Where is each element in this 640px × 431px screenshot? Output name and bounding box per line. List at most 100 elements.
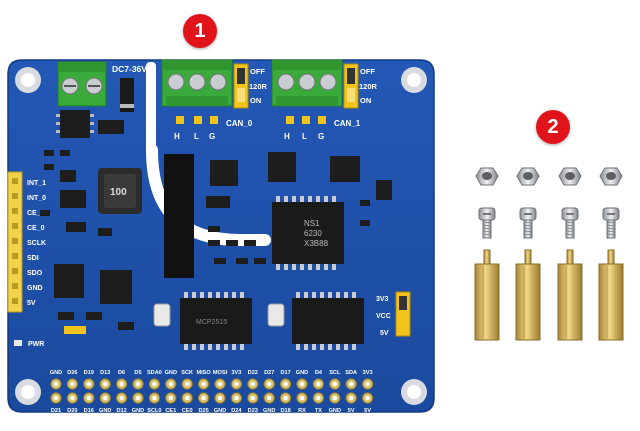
isolation-module [164, 154, 194, 278]
gpio-pad-hole [102, 395, 108, 401]
gpio-top-label: MISO [196, 370, 211, 376]
gpio-pad-hole [217, 395, 223, 401]
gpio-pad-hole [365, 381, 370, 387]
gpio-pad-hole [201, 381, 206, 387]
left-label-gnd: GND [27, 285, 43, 292]
gpio-pad-hole [53, 381, 59, 387]
can0-pin-h: H [174, 132, 180, 141]
gpio-top-label: GND [50, 370, 62, 376]
gpio-pad-hole [53, 395, 59, 401]
chip-marking-line2: 6230 [304, 229, 322, 238]
gpio-bottom-label: GND [132, 408, 144, 414]
gpio-pad-hole [184, 395, 190, 401]
gpio-pad-hole [348, 381, 354, 387]
gpio-top-label: D27 [264, 370, 274, 376]
left-label-sdo: SDO [27, 270, 43, 277]
gpio-pad-hole [234, 381, 239, 387]
gpio-pad-hole [332, 381, 338, 387]
gpio-pad-hole [348, 395, 354, 401]
can1-terminal-block [271, 59, 343, 107]
controller-marking: MCP2515 [196, 319, 227, 326]
voltage-selector-jumper [395, 291, 411, 337]
can1-switch-off-label: OFF [360, 67, 375, 76]
gpio-top-label: SCK [181, 370, 193, 376]
can0-label: CAN_0 [226, 119, 253, 128]
gpio-pad-hole [168, 381, 174, 387]
small-components-left [40, 150, 112, 236]
can1-termination-switch [343, 63, 359, 109]
gpio-bottom-label: SCL0 [147, 408, 161, 414]
gpio-top-label: D13 [100, 370, 110, 376]
gpio-pad-hole [201, 395, 206, 401]
left-label-sclk: SCLK [27, 240, 46, 247]
gpio-pad-hole [283, 381, 288, 387]
gpio-top-label: MOSI [213, 370, 228, 376]
gpio-pad-hole [70, 395, 75, 401]
can0-pin-l: L [194, 132, 199, 141]
upper-right-ics [206, 152, 360, 208]
gpio-pad-hole [135, 381, 141, 387]
gpio-pad-hole [86, 395, 92, 401]
gpio-bottom-label: CE1 [165, 408, 176, 414]
gpio-top-label: SDA [345, 370, 357, 376]
chip-marking-line3: X3B88 [304, 239, 329, 248]
can0-switch-off-label: OFF [250, 67, 265, 76]
right-label-5v: 5V [380, 330, 389, 337]
gpio-pad-hole [217, 381, 223, 387]
gpio-bottom-label: GND [263, 408, 275, 414]
power-inductor [98, 168, 142, 214]
gpio-pad-hole [152, 381, 157, 387]
gpio-top-label: SCL [329, 370, 341, 376]
gpio-bottom-label: D24 [231, 408, 242, 414]
gpio-bottom-label: 5V [348, 408, 355, 414]
gpio-bottom-label: D23 [248, 408, 258, 414]
can1-switch-res-label: 120R [359, 82, 378, 91]
gpio-top-label: D19 [84, 370, 94, 376]
gpio-bottom-label: CE0 [182, 408, 193, 414]
gpio-top-label: GND [165, 370, 177, 376]
right-label-vcc: VCC [376, 313, 391, 320]
left-label-5v: 5V [27, 300, 36, 307]
power-diode [120, 78, 134, 112]
can0-termination-switch [233, 63, 249, 109]
gpio-pad-hole [135, 395, 141, 401]
gpio-pad-hole [70, 381, 75, 387]
diode [98, 120, 124, 134]
gpio-top-label: 3V3 [231, 370, 241, 376]
smd-chips-left-row [54, 264, 134, 334]
gpio-top-label: D4 [315, 370, 323, 376]
gpio-top-label: D26 [67, 370, 77, 376]
main-transceiver-chip [272, 196, 344, 270]
can0-pin-labels: H L G [174, 116, 218, 141]
gpio-top-label: D6 [118, 370, 125, 376]
can0-pin-g: G [209, 132, 215, 141]
gpio-top-label: SDA0 [147, 370, 162, 376]
can-controller-right [292, 292, 364, 350]
gpio-pad-hole [234, 395, 239, 401]
left-label-int0: INT_0 [27, 195, 46, 202]
left-header-labels: INT_1 INT_0 CE_1 CE_0 SCLK SDI SDO GND 5… [27, 180, 46, 307]
gpio-top-label: D5 [134, 370, 141, 376]
can0-terminal-block [161, 59, 233, 107]
gpio-bottom-label: 5V [364, 408, 371, 414]
gpio-bottom-label: TX [315, 408, 322, 414]
gpio-pad-hole [299, 395, 305, 401]
gpio-pad-hole [119, 381, 124, 387]
gpio-bottom-label: D20 [67, 408, 77, 414]
gpio-pad-hole [250, 381, 256, 387]
gpio-pad-hole [365, 395, 370, 401]
gpio-pad-hole [299, 381, 305, 387]
gpio-pad-hole [266, 381, 272, 387]
gpio-pad-hole [266, 395, 272, 401]
gpio-top-label: D17 [280, 370, 290, 376]
gpio-bottom-label: D21 [51, 408, 61, 414]
left-label-int1: INT_1 [27, 180, 46, 187]
gpio-bottom-label: GND [99, 408, 111, 414]
can1-label: CAN_1 [334, 119, 361, 128]
callout-2-badge: 2 [536, 110, 570, 144]
gpio-bottom-label: D12 [116, 408, 126, 414]
pcb-slot [146, 62, 156, 154]
mounting-holes [15, 67, 427, 405]
gpio-pad-hole [332, 395, 338, 401]
